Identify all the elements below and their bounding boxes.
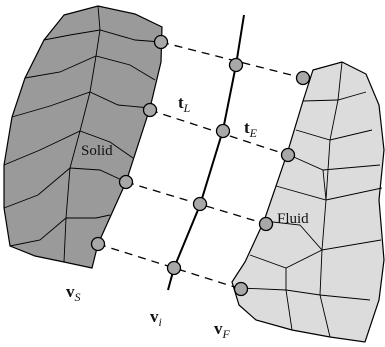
label-tE: tE: [244, 118, 258, 140]
solid-label: Solid: [81, 143, 113, 159]
solid-node-3: [118, 174, 134, 190]
interface-node-1: [228, 57, 244, 73]
fluid-node-1: [295, 70, 311, 86]
label-vS-main: v: [66, 282, 75, 301]
fluid-node-2: [280, 147, 296, 163]
interface-node-4: [166, 260, 182, 276]
fluid-node-3: [258, 216, 274, 232]
fluid-region: Fluid: [231, 61, 385, 343]
label-tE-sub: E: [249, 126, 258, 140]
solid-node-1: [153, 34, 169, 50]
fluid-node-4: [233, 281, 249, 297]
label-tE-main: t: [244, 118, 250, 137]
label-vi-sub: i: [159, 315, 162, 329]
label-vF-sub: F: [222, 327, 231, 341]
fluid-region-shape: [231, 61, 385, 343]
solid-node-2: [142, 102, 158, 118]
solid-region-shape: [3, 5, 163, 269]
label-vF-main: v: [214, 319, 223, 338]
interface-node-3: [192, 196, 208, 212]
label-vS-sub: S: [75, 290, 81, 304]
interface-line: [167, 14, 245, 291]
solid-mesh-lines: [3, 5, 162, 263]
label-vF: vF: [214, 319, 231, 341]
label-tL-main: t: [178, 93, 184, 112]
label-vS: vS: [66, 282, 81, 304]
label-tL-sub: L: [183, 101, 191, 115]
label-vi: vi: [150, 307, 162, 329]
fluid-label: Fluid: [277, 211, 309, 227]
label-tL: tL: [178, 93, 191, 115]
solid-region: Solid: [3, 5, 163, 269]
solid-node-4: [90, 236, 106, 252]
nodes: [90, 34, 311, 297]
fluid-mesh-lines: [239, 61, 383, 338]
label-vi-main: v: [150, 307, 159, 326]
interface-node-2: [215, 123, 231, 139]
